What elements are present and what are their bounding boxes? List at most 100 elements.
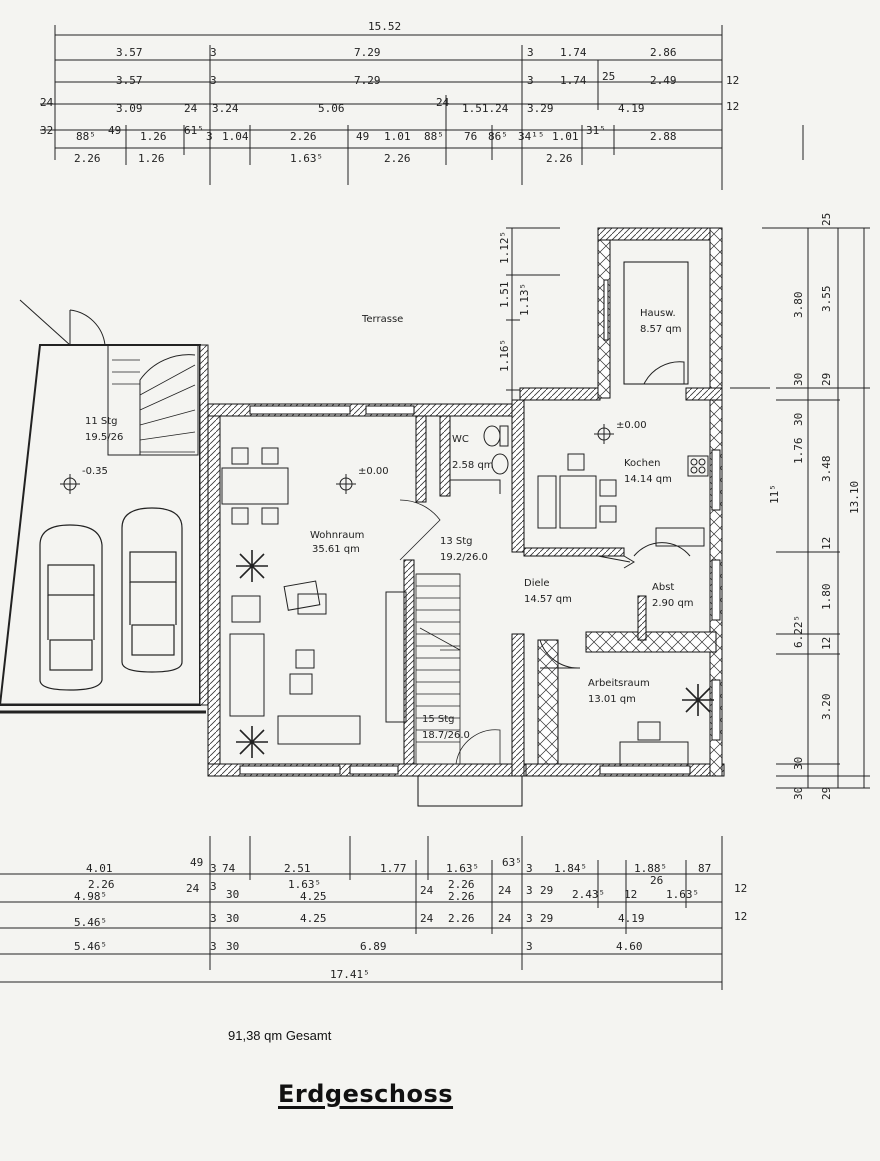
dim-label: 3.57 [116, 46, 143, 59]
bottom-dimension-chains [0, 836, 723, 990]
dim-label: 29 [540, 884, 553, 897]
dim-label: 3.29 [527, 102, 554, 115]
dim-label: 30 [226, 888, 239, 901]
dim-label: 5.06 [318, 102, 345, 115]
dim-label: 1.74 [560, 46, 587, 59]
wohnraum-level: ±0.00 [358, 466, 389, 477]
dim-label: 25 [602, 70, 615, 83]
dim-label: 1.12⁵ [498, 231, 511, 264]
dim-label: 1.63⁵ [290, 152, 323, 165]
dim-label: 76 [464, 130, 477, 143]
dim-label: 49 [190, 856, 203, 869]
dim-label: 4.60 [616, 940, 643, 953]
dim-label: 3.24 [212, 102, 239, 115]
dim-label: 2.26 [448, 890, 475, 903]
garage [0, 299, 209, 714]
hausw-area: 8.57 qm [640, 324, 682, 335]
dim-label: 12 [726, 100, 739, 113]
main-stairs [399, 499, 501, 765]
dim-label: 1.26 [140, 130, 167, 143]
hausw-name: Hausw. [640, 308, 676, 319]
dim-label: 3 [210, 46, 217, 59]
kitchen-furniture [537, 424, 709, 547]
abst-area: 2.90 qm [652, 598, 694, 609]
dim-label: 12 [726, 74, 739, 87]
dim-label: 1.80 [820, 584, 833, 611]
dim-label: 2.49 [650, 74, 677, 87]
doors [450, 361, 691, 669]
dim-label: 24 [498, 912, 512, 925]
dim-label: 6.89 [360, 940, 387, 953]
abst-name: Abst [652, 582, 674, 593]
dim-label: 3.55 [820, 286, 833, 313]
dim-label: 1.84⁵ [554, 862, 587, 875]
dim-label: 2.26 [448, 878, 475, 891]
dim-label: 12 [734, 910, 747, 923]
diele-name: Diele [524, 578, 550, 589]
dim-label: 5.46⁵ [74, 916, 107, 929]
dim-top-total: 15.52 [368, 20, 401, 33]
dim-label: 12 [820, 537, 833, 550]
dim-label: 12 [820, 637, 833, 650]
dim-label: 1.63⁵ [288, 878, 321, 891]
windows [239, 261, 721, 807]
dim-label: 3.20 [820, 694, 833, 721]
kochen-name: Kochen [624, 458, 661, 469]
dim-label: 25 [820, 213, 833, 226]
wc-name: WC [452, 434, 469, 445]
dim-label: 3 [206, 130, 213, 143]
kochen-area: 14.14 qm [624, 474, 672, 485]
dim-label: 3 [526, 862, 533, 875]
stair15-ratio: 18.7/26.0 [422, 730, 470, 741]
stair13-ratio: 19.2/26.0 [440, 552, 488, 563]
dim-label: 7.29 [354, 74, 381, 87]
dim-label: 61⁵ [184, 124, 204, 137]
dim-label: 5.46⁵ [74, 940, 107, 953]
dim-label: 30 [792, 413, 805, 426]
wohnraum-name: Wohnraum [310, 530, 364, 541]
dim-label: 2.51 [284, 862, 311, 875]
dim-label: 87 [698, 862, 711, 875]
wc-fixtures [483, 425, 509, 475]
dim-label: 2.88 [650, 130, 677, 143]
dim-label: 24 [420, 912, 434, 925]
wohnraum-area: 35.61 qm [312, 544, 360, 555]
arbeit-area: 13.01 qm [588, 694, 636, 705]
dim-label: 6.22⁵ [792, 615, 805, 648]
car-right [121, 507, 183, 673]
stair11-name: 11 Stg [85, 416, 118, 427]
dim-label: 2.26 [290, 130, 317, 143]
dim-label: 13.10 [848, 481, 861, 514]
dim-label: 30 [226, 912, 239, 925]
dim-label: 2.26 [88, 878, 115, 891]
dim-label: 1.51.24 [462, 102, 509, 115]
stair11-ratio: 19.5/26 [85, 432, 123, 443]
dim-label: 2.26 [384, 152, 411, 165]
dim-label: 2.26 [546, 152, 573, 165]
left-dimension-chain [506, 227, 560, 400]
dim-label: 88⁵ [424, 130, 444, 143]
stair15-name: 15 Stg [422, 714, 455, 725]
dim-label: 31⁵ [586, 124, 606, 137]
dim-label: 1.77 [380, 862, 407, 875]
dim-label: 2.86 [650, 46, 677, 59]
dim-label: 63⁵ [502, 856, 522, 869]
dim-label: 1.16⁵ [498, 339, 511, 372]
dim-label: 49 [356, 130, 369, 143]
dim-label: 4.01 [86, 862, 113, 875]
room-labels: Terrasse Wohnraum 35.61 qm ±0.00 WC 2.58… [310, 308, 694, 741]
stair13-name: 13 Stg [440, 536, 473, 547]
garage-level: -0.35 [82, 466, 108, 477]
dim-label: 26 [650, 874, 663, 887]
dim-label: 30 [792, 787, 805, 800]
dim-label: 4.25 [300, 912, 327, 925]
plan-title: Erdgeschoss [278, 1080, 454, 1108]
dim-label: 3.80 [792, 292, 805, 319]
kochen-level: ±0.00 [616, 420, 647, 431]
living-furniture [221, 447, 407, 758]
dim-label: 3.09 [116, 102, 143, 115]
dim-label: 4.25 [300, 890, 327, 903]
dim-label: 1.01 [384, 130, 411, 143]
dim-label: 24 [186, 882, 200, 895]
plant-icon [682, 684, 714, 716]
